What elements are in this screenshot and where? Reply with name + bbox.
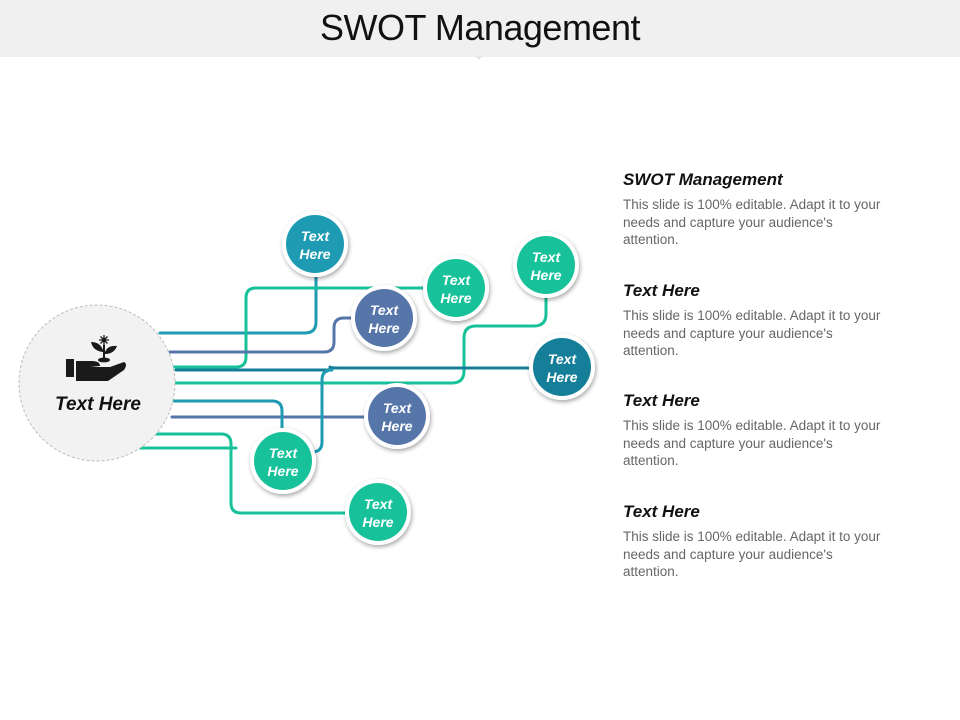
node-fill [349, 483, 407, 541]
node-label: Here [362, 514, 393, 530]
node-label: Text [548, 351, 578, 367]
info-panel: Text Here This slide is 100% editable. A… [623, 391, 903, 470]
node-group: TextHereTextHereTextHereTextHereTextHere… [250, 211, 595, 545]
node-label: Here [546, 369, 577, 385]
node-label: Text [532, 249, 562, 265]
node-label: Here [440, 290, 471, 306]
node-label: Text [383, 400, 413, 416]
info-panel: SWOT Management This slide is 100% edita… [623, 170, 903, 249]
node-label: Here [368, 320, 399, 336]
info-panel: Text Here This slide is 100% editable. A… [623, 281, 903, 360]
node-fill [427, 259, 485, 317]
panel-body: This slide is 100% editable. Adapt it to… [623, 418, 881, 468]
hand-plant-icon [66, 335, 126, 381]
node-label: Text [370, 302, 400, 318]
panel-heading: Text Here [623, 281, 700, 300]
connector-line [160, 286, 427, 369]
hub-circle [18, 304, 176, 462]
panel-body: This slide is 100% editable. Adapt it to… [623, 308, 881, 358]
node-fill [355, 289, 413, 347]
hub-node [18, 304, 176, 462]
connector-line [174, 365, 530, 372]
panel-heading: Text Here [623, 502, 700, 521]
node-label: Here [299, 246, 330, 262]
node-fill [533, 338, 591, 396]
panel-body: This slide is 100% editable. Adapt it to… [623, 197, 881, 247]
info-panel: Text Here This slide is 100% editable. A… [623, 502, 903, 581]
title-bar [0, 0, 960, 57]
node-label: Text [269, 445, 299, 461]
node-fill [286, 215, 344, 273]
page-title: SWOT Management [320, 7, 640, 48]
panel-heading: Text Here [623, 391, 700, 410]
connector-line [172, 294, 548, 385]
node-fill [517, 236, 575, 294]
hub-label: Text Here [55, 394, 141, 415]
node-fill [254, 432, 312, 490]
title-notch [475, 56, 483, 60]
panel-body: This slide is 100% editable. Adapt it to… [623, 529, 881, 579]
connector-line [298, 368, 334, 454]
connector-line [154, 432, 348, 515]
connector-line [172, 399, 284, 432]
node-label: Here [381, 418, 412, 434]
node-label: Text [442, 272, 472, 288]
panel-heading: SWOT Management [623, 170, 783, 189]
node-fill [368, 387, 426, 445]
connector-lines [138, 271, 548, 515]
connector-line [158, 271, 318, 335]
node-label: Text [364, 496, 394, 512]
node-label: Text [301, 228, 331, 244]
connector-line [168, 316, 354, 354]
node-label: Here [267, 463, 298, 479]
node-label: Here [530, 267, 561, 283]
